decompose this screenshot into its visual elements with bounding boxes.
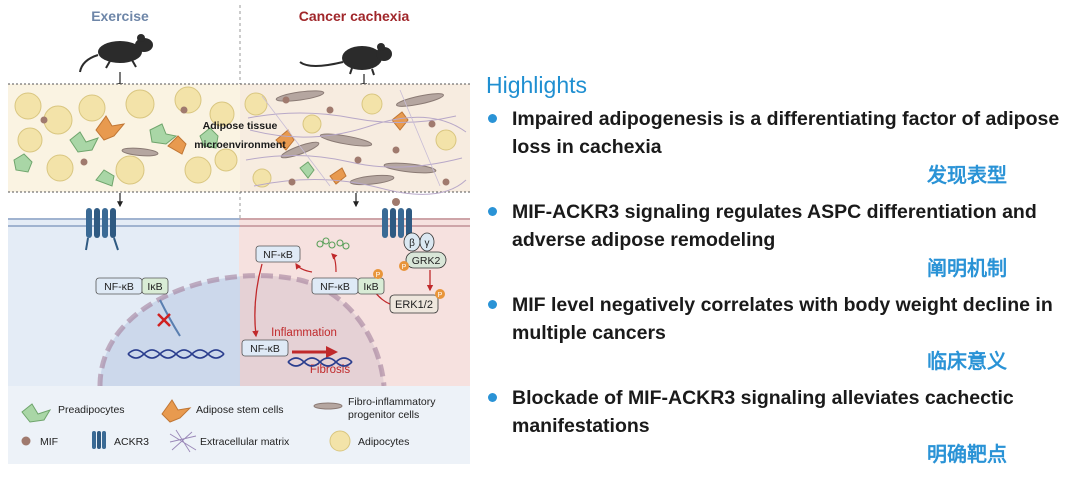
- legend-box: [8, 386, 470, 464]
- phospho-erk: P: [438, 292, 443, 299]
- tissue-label-line1: Adipose tissue: [203, 120, 278, 132]
- tissue-band: [8, 83, 470, 195]
- highlights-title: Highlights: [486, 72, 587, 98]
- mouse-cachexia-icon: [299, 43, 392, 76]
- highlight-tag: 临床意义: [927, 349, 1007, 373]
- degraded-ikb-icon: [316, 237, 350, 250]
- bullet-icon: [488, 300, 497, 309]
- blocked-arrow: [159, 299, 181, 337]
- highlight-text: MIF-ACKR3 signaling regulates ASPC diffe…: [512, 201, 1037, 251]
- block-x-icon: [157, 313, 171, 327]
- bullet-icon: [488, 207, 497, 216]
- dna-right-icon: [287, 357, 353, 367]
- gamma-label: γ: [425, 238, 430, 249]
- phospho-ikb: P: [376, 272, 381, 279]
- mouse-exercise-icon: [79, 34, 153, 73]
- legend-ackr3: ACKR3: [114, 436, 149, 448]
- ackr3-receptor-left-icon: [85, 208, 119, 251]
- nfkb-label-right: NF-κB: [320, 281, 350, 293]
- highlight-tag: 发现表型: [927, 163, 1007, 187]
- fibrosis-label: Fibrosis: [310, 364, 351, 376]
- legend-preadipocytes: Preadipocytes: [58, 404, 125, 416]
- g-gamma: [419, 232, 435, 252]
- highlight-text: Impaired adipogenesis is a differentiati…: [512, 108, 1060, 158]
- dna-left-icon: [127, 349, 225, 359]
- bullet-icon: [488, 393, 497, 402]
- phospho-grk2: P: [402, 264, 407, 271]
- legend-adipose-stem-cells: Adipose stem cells: [196, 404, 284, 416]
- nfkb-label-free: NF-κB: [263, 249, 293, 261]
- highlight-item: MIF-ACKR3 signaling regulates ASPC diffe…: [486, 198, 1071, 281]
- cachexia-title: Cancer cachexia: [299, 8, 410, 24]
- legend-ecm: Extracellular matrix: [200, 436, 290, 448]
- legend-fibro-line2: progenitor cells: [348, 409, 419, 421]
- legend-fibro-line1: Fibro-inflammatory: [348, 396, 436, 408]
- ackr3-receptor-right-icon: [382, 198, 412, 238]
- nfkb-box-nucleus: [241, 339, 289, 357]
- erk-label: ERK1/2: [395, 299, 433, 311]
- legend-ackr3-icon: [92, 431, 106, 449]
- nfkb-label-nucleus: NF-κB: [250, 343, 280, 355]
- ikb-box-right: [357, 277, 385, 295]
- exercise-title: Exercise: [91, 8, 149, 24]
- highlight-text: MIF level negatively correlates with bod…: [512, 294, 1053, 344]
- tissue-label-line2: microenvironment: [194, 139, 286, 151]
- legend-adipocyte-icon: [329, 430, 351, 452]
- grk2-box: [405, 251, 447, 269]
- ikb-label-left: IκB: [147, 281, 162, 293]
- grk2-label: GRK2: [412, 255, 441, 267]
- beta-label: β: [409, 238, 415, 249]
- highlight-text: Blockade of MIF-ACKR3 signaling alleviat…: [512, 387, 1014, 437]
- highlight-tag: 明确靶点: [927, 442, 1007, 466]
- legend-mif-icon: [21, 436, 31, 446]
- ikb-label-right: IκB: [363, 281, 378, 293]
- highlights-panel: Highlights Impaired adipogenesis is a di…: [486, 72, 1071, 477]
- legend-adipocytes: Adipocytes: [358, 436, 409, 448]
- highlight-item: MIF level negatively correlates with bod…: [486, 291, 1071, 374]
- legend-stem-cell-icon: [161, 399, 192, 423]
- highlight-item: Impaired adipogenesis is a differentiati…: [486, 105, 1071, 188]
- ikb-box-left: [141, 277, 169, 295]
- nfkb-label-left: NF-κB: [104, 281, 134, 293]
- legend-preadipocyte-icon: [21, 403, 52, 423]
- bullet-icon: [488, 114, 497, 123]
- inflammation-label: Inflammation: [271, 327, 337, 339]
- highlight-tag: 阐明机制: [927, 256, 1007, 280]
- legend-fibro-icon: [313, 402, 343, 410]
- highlight-item: Blockade of MIF-ACKR3 signaling alleviat…: [486, 384, 1071, 467]
- nfkb-box-free: [255, 245, 301, 263]
- legend-mif: MIF: [40, 436, 58, 448]
- legend-ecm-icon: [169, 429, 197, 453]
- graphical-abstract: Exercise Cancer cachexia: [8, 5, 470, 464]
